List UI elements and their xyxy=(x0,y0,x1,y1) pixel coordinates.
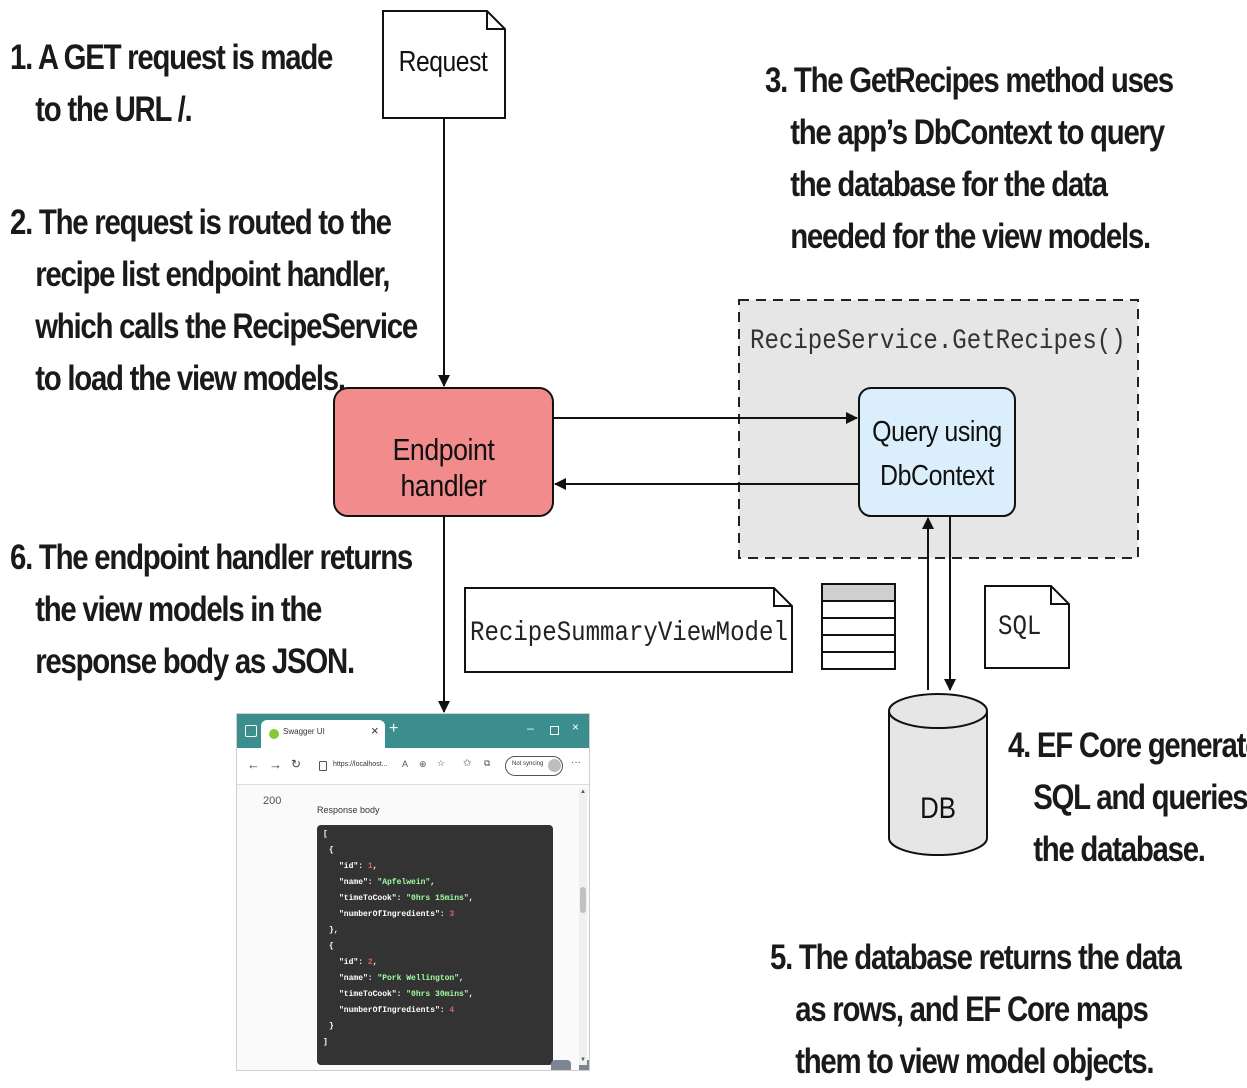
json-row: "name": "Pork Wellington", xyxy=(339,974,464,983)
url-text[interactable]: https://localhost... xyxy=(333,761,388,768)
browser-tab[interactable]: Swagger UI × xyxy=(261,720,385,748)
json-row: "id": 1, xyxy=(339,862,378,871)
note-2-line: to load the view models. xyxy=(35,359,346,398)
refresh-icon[interactable]: ↻ xyxy=(291,757,302,771)
sql-document xyxy=(984,585,1070,669)
sql-label: SQL xyxy=(998,612,1042,643)
query-label-line1: Query using xyxy=(872,416,1002,448)
collections-icon[interactable]: ⧉ xyxy=(484,758,491,768)
profile-avatar-icon xyxy=(548,759,561,772)
tab-close-icon[interactable]: × xyxy=(371,723,379,738)
forward-icon[interactable]: → xyxy=(269,757,282,772)
view-model-document xyxy=(464,587,793,673)
copy-button[interactable] xyxy=(551,1060,571,1070)
zoom-icon[interactable]: ⊕ xyxy=(419,759,427,769)
note-3-line: needed for the view models. xyxy=(790,217,1151,256)
json-row: "numberOfIngredients": 3 xyxy=(339,910,455,919)
note-step-2: 2. The request is routed to the recipe l… xyxy=(10,197,418,405)
database-cylinder xyxy=(888,693,988,856)
note-2-line: which calls the RecipeService xyxy=(35,307,418,346)
query-label-line2: DbContext xyxy=(880,460,994,492)
service-method-label: RecipeService.GetRecipes() xyxy=(750,326,1126,357)
json-bracket-close: ] xyxy=(323,1038,328,1047)
endpoint-handler-label: Endpoint handler xyxy=(392,432,495,503)
note-2-line: 2. The request is routed to the xyxy=(10,203,392,242)
query-label: Query using DbContext xyxy=(870,410,1004,498)
view-model-label: RecipeSummaryViewModel xyxy=(470,618,788,649)
note-4-line: 4. EF Core generates xyxy=(1008,726,1247,765)
note-5-line: 5. The database returns the data xyxy=(770,938,1182,977)
browser-window: Swagger UI × + – × ← → ↻ https://localho… xyxy=(237,714,589,1070)
json-row: "timeToCook": "0hrs 15mins", xyxy=(339,894,474,903)
maximize-icon[interactable] xyxy=(550,726,559,735)
query-box xyxy=(858,387,1016,517)
response-body-label: Response body xyxy=(317,805,380,815)
read-aloud-icon[interactable]: A xyxy=(402,759,409,769)
note-5-line: them to view model objects. xyxy=(795,1042,1154,1081)
note-4-line: SQL and queries xyxy=(1033,778,1247,817)
note-5-line: as rows, and EF Core maps xyxy=(795,990,1149,1029)
response-body-json: [ { "id": 1, "name": "Apfelwein", "timeT… xyxy=(317,825,589,1070)
back-icon[interactable]: ← xyxy=(247,757,260,772)
note-step-4: 4. EF Core generates SQL and queries the… xyxy=(1008,720,1247,876)
sync-button[interactable]: Not syncing xyxy=(505,756,563,776)
browser-address-bar: ← → ↻ https://localhost... A ⊕ ☆ ✩ ⧉ Not… xyxy=(237,748,589,785)
note-step-3: 3. The GetRecipes method uses the app’s … xyxy=(765,55,1174,263)
minimize-icon[interactable]: – xyxy=(527,721,534,735)
status-code: 200 xyxy=(263,795,282,807)
scrollbar-up-icon[interactable]: ▲ xyxy=(580,789,586,795)
note-2-line: recipe list endpoint handler, xyxy=(35,255,390,294)
note-6-line: the view models in the xyxy=(35,590,322,629)
scrollbar-down-icon[interactable]: ▼ xyxy=(580,1057,586,1063)
rows-icon xyxy=(821,583,896,670)
favorite-add-icon[interactable]: ☆ xyxy=(437,758,446,768)
favorites-icon[interactable]: ✩ xyxy=(463,758,472,769)
request-document xyxy=(382,10,506,119)
request-label: Request xyxy=(398,46,488,78)
swagger-favicon-icon xyxy=(269,729,279,739)
lock-icon xyxy=(319,761,327,771)
note-step-6: 6. The endpoint handler returns the view… xyxy=(10,532,413,688)
sync-label: Not syncing xyxy=(512,761,544,767)
json-row: "timeToCook": "0hrs 30mins", xyxy=(339,990,474,999)
note-3-line: the app’s DbContext to query xyxy=(790,113,1165,152)
json-bracket-open: [ xyxy=(323,830,328,839)
note-6-line: response body as JSON. xyxy=(35,642,355,681)
note-6-line: 6. The endpoint handler returns xyxy=(10,538,413,577)
note-1-line: 1. A GET request is made xyxy=(10,38,333,77)
tab-actions-icon[interactable] xyxy=(245,725,257,737)
json-row: "id": 2, xyxy=(339,958,378,967)
tab-title: Swagger UI xyxy=(283,727,325,736)
note-step-5: 5. The database returns the data as rows… xyxy=(770,932,1182,1088)
scrollbar-thumb[interactable] xyxy=(580,887,586,913)
note-3-line: the database for the data xyxy=(790,165,1108,204)
swagger-response-panel: 200 Response body [ { "id": 1, "name": "… xyxy=(237,785,589,1070)
json-brace: { xyxy=(329,942,334,951)
json-brace: { xyxy=(329,846,334,855)
browser-tab-bar: Swagger UI × + – × xyxy=(237,714,589,748)
note-1-line: to the URL /. xyxy=(35,90,192,129)
json-row: "numberOfIngredients": 4 xyxy=(339,1006,455,1015)
note-3-line: 3. The GetRecipes method uses xyxy=(765,61,1174,100)
json-brace: } xyxy=(329,1022,334,1031)
note-4-line: the database. xyxy=(1033,830,1206,869)
window-close-icon[interactable]: × xyxy=(572,720,580,734)
json-brace: }, xyxy=(329,926,339,935)
new-tab-icon[interactable]: + xyxy=(389,720,399,737)
db-label: DB xyxy=(920,792,956,825)
more-menu-icon[interactable]: ··· xyxy=(571,757,581,768)
download-button[interactable]: Download xyxy=(579,1060,589,1070)
note-step-1: 1. A GET request is made to the URL /. xyxy=(10,32,333,136)
json-row: "name": "Apfelwein", xyxy=(339,878,436,887)
scrollbar[interactable]: ▲ ▼ xyxy=(579,789,587,1065)
